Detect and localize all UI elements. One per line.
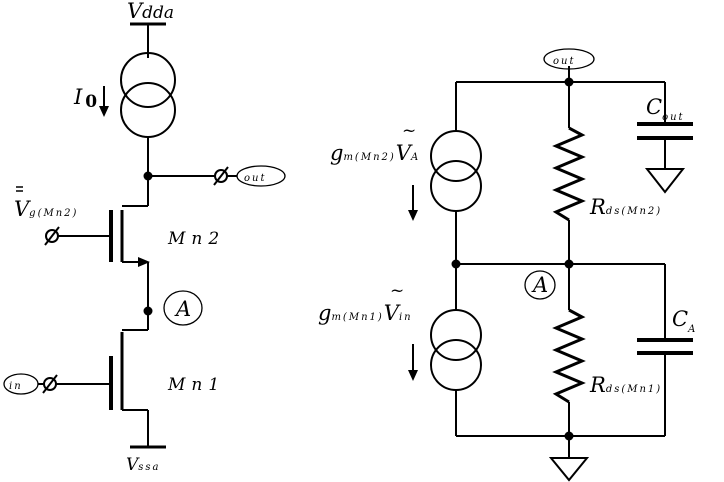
small-signal-model: out gm(Mn2)VA ~ Rds(Mn2) Cout A gm(Mn1)V… [318,48,697,482]
va-label: V [396,141,413,165]
vin-label: V [384,301,401,325]
in-terminal-symbol [42,374,58,394]
svg-text:Vg(Mn2): Vg(Mn2) [14,197,78,221]
out-terminal-symbol [213,166,229,186]
rds2-subscript: ds(Mn2) [606,206,662,217]
ca-label: C [672,307,688,331]
gm2-label: g [330,141,343,165]
resistor-rds-mn2 [552,126,586,222]
in-port-label: in [9,381,23,392]
out-port-label: out [244,173,266,184]
vssa-label: V [126,455,140,475]
ground-symbol-bottom [548,457,590,482]
vdda-subscript: dda [142,3,174,23]
capacitor-ca [637,338,693,355]
node-a-label-right: A [531,273,548,297]
svg-text:Rds(Mn2): Rds(Mn2) [589,195,662,219]
vin-tilde: ~ [390,281,404,301]
vdda-label: V [127,0,144,23]
current-source-gm2 [430,130,482,212]
vg-terminal-symbol [44,226,60,246]
node-a-circle [163,290,203,326]
cout-subscript: out [662,112,684,123]
mn1-label: Mn1 [167,375,225,395]
node-a-dot [143,306,153,316]
out-port-label-right: out [553,56,575,67]
vin-subscript: in [399,312,413,323]
rds2-label: R [589,195,606,219]
current-source-i0 [120,52,176,138]
out-port-label-ellipse-right [543,48,595,70]
resistor-rds-mn1 [552,308,586,404]
svg-text:gm(Mn1)Vin: gm(Mn1)Vin [318,301,413,325]
ground-symbol-cout [644,168,686,194]
rds1-label: R [589,373,606,397]
svg-text:CA: CA [672,307,697,335]
svg-text:Rds(Mn1): Rds(Mn1) [589,373,662,397]
i0-subscript: 0 [85,92,97,112]
cout-label: C [646,95,662,119]
rds1-subscript: ds(Mn1) [606,384,662,395]
node-a-circle-right [524,270,556,300]
vg-label: V [14,197,31,221]
va-subscript: A [410,152,420,163]
svg-text:gm(Mn2)VA: gm(Mn2)VA [330,141,420,165]
i0-label: I [73,85,83,109]
mn2-label: Mn2 [167,229,225,249]
node-a-label: A [174,297,191,321]
vg-subscript: g(Mn2) [29,208,78,219]
ca-subscript: A [687,324,697,335]
va-tilde: ~ [402,121,416,141]
svg-text:Cout: Cout [646,95,685,123]
gm2-subscript: m(Mn2) [343,152,395,163]
out-port-label-ellipse [236,165,286,187]
svg-text:Vssa: Vssa [126,455,161,475]
gm1-subscript: m(Mn1) [331,312,383,323]
current-source-gm1 [430,309,482,391]
svg-text:I0: I0 [73,85,97,112]
gm1-label: g [318,301,331,325]
vssa-subscript: ssa [138,462,160,473]
transistor-mn1 [109,329,149,447]
svg-text:Vdda: Vdda [127,0,174,23]
capacitor-cout [637,122,693,140]
